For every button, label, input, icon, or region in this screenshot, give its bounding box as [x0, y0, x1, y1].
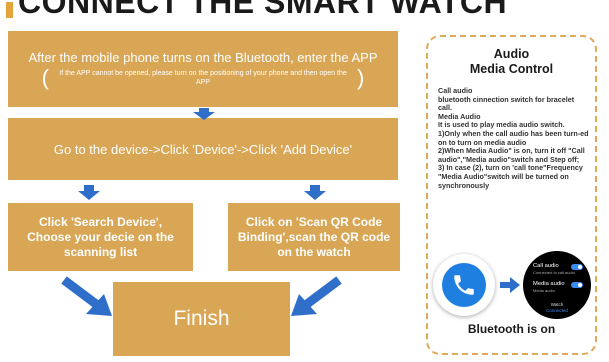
arrow-diagonal-icon: [291, 276, 342, 316]
step-enter-app-text: After the mobile phone turns on the Blue…: [28, 49, 378, 65]
page-title: CONNECT THE SMART WATCH: [18, 0, 508, 20]
panel-description: Call audio bluetooth cinnection switch f…: [438, 86, 590, 190]
call-audio-row: Call audio Connected to call audio: [533, 263, 583, 277]
panel-line: It is used to play media audio switch.: [438, 120, 565, 130]
bluetooth-status: Bluetooth is on: [467, 322, 556, 336]
panel-line: 3) In case (2), turn on 'call tone"Frequ…: [438, 163, 583, 190]
arrow-down-icon: [78, 185, 100, 200]
arrow-diagonal-icon: [61, 276, 112, 316]
close-paren: ): [357, 64, 365, 90]
phone-icon: [433, 254, 495, 316]
media-audio-toggle[interactable]: [571, 282, 583, 288]
panel-line: 1)Only when the call audio has been turn…: [438, 128, 589, 147]
step-enter-app: After the mobile phone turns on the Blue…: [8, 31, 398, 107]
title-accent-bar: [6, 2, 13, 18]
panel-line: Call audio: [438, 86, 473, 95]
panel-title: Audio Media Control: [469, 47, 554, 76]
arrow-right-icon: [500, 277, 520, 293]
phone-glyph-icon: [454, 275, 474, 295]
panel-line: Media Audio: [438, 111, 481, 121]
watch-screen: Call audio Connected to call audio Media…: [523, 251, 591, 319]
call-audio-toggle[interactable]: [571, 264, 583, 270]
panel-line: 2)When Media Audio" is on, turn it off "…: [438, 146, 585, 164]
arrow-down-icon: [304, 185, 326, 200]
step-add-device: Go to the device->Click 'Device'->Click …: [8, 118, 398, 180]
watch-label: Watch: [550, 302, 564, 307]
step-scan-qr: Click on 'Scan QR Code Binding',scan the…: [228, 203, 400, 271]
step-finish: Finish: [113, 282, 290, 356]
panel-line: bluetooth cinnection switch for bracelet…: [438, 94, 575, 113]
arrow-down-icon: [193, 108, 215, 120]
open-paren: (: [41, 64, 49, 90]
step-enter-app-note: ( If the APP cannot be opened, please tu…: [38, 64, 369, 90]
header: CONNECT THE SMART WATCH: [0, 0, 609, 22]
step-search-device: Click 'Search Device', Choose your decie…: [8, 203, 193, 271]
step-enter-app-note-text: If the APP cannot be opened, please turn…: [59, 69, 347, 86]
watch-connected: Connected: [546, 308, 568, 313]
media-audio-row: Media audio Media audio: [533, 281, 583, 295]
